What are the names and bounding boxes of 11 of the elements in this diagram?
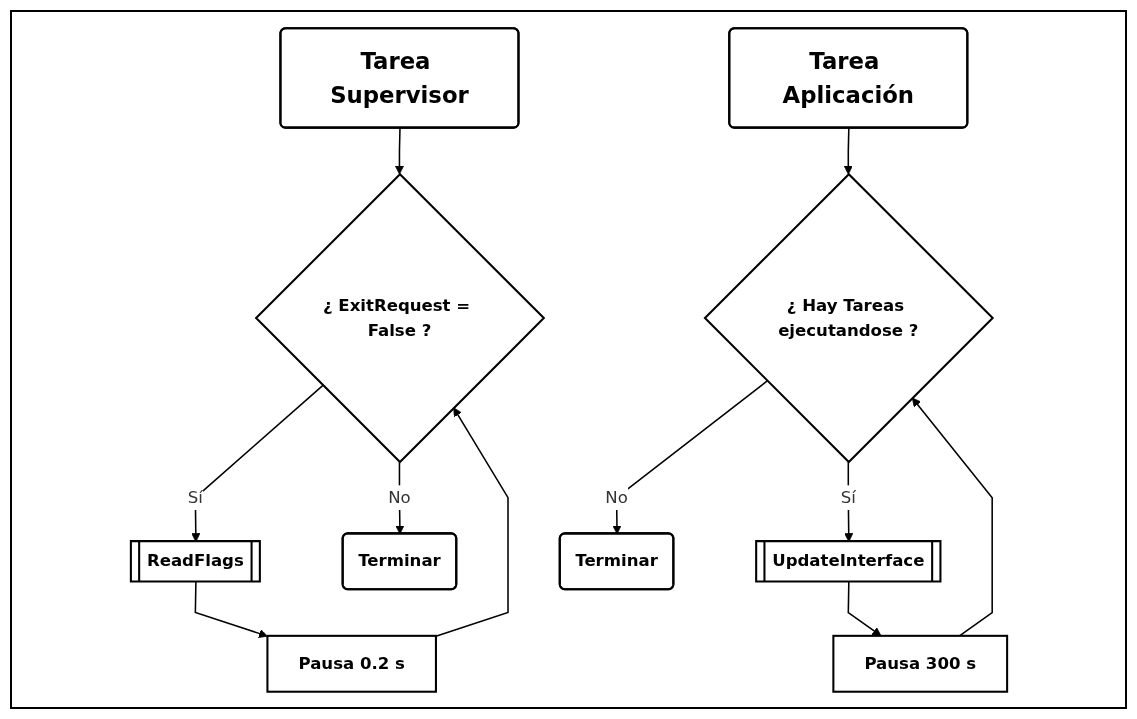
arrow — [434, 406, 509, 637]
node-diamond: ¿ Hay Tareas ejecutandose ? — [703, 172, 994, 463]
edge-label: Sí — [187, 486, 203, 507]
node-diamond: ¿ ExitRequest = False ? — [254, 172, 545, 463]
edge-label: Sí — [840, 486, 856, 507]
node-box: Pausa 0.2 s — [265, 634, 437, 693]
arrow — [194, 580, 268, 638]
node-box: Pausa 300 s — [831, 634, 1008, 693]
edge-label: No — [387, 486, 411, 507]
arrow — [847, 580, 881, 636]
edge-label: No — [604, 486, 628, 507]
